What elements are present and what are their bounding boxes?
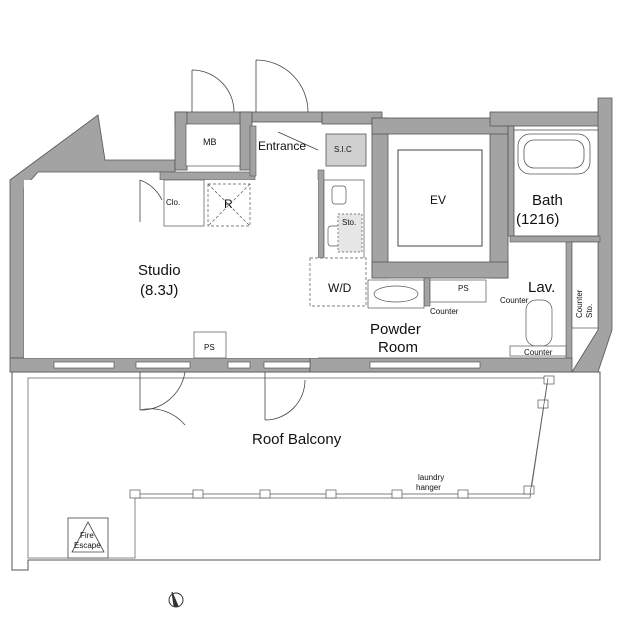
ps-box-studio — [193, 331, 227, 359]
powder-line2: Room — [378, 339, 418, 356]
ps-studio-label: PS — [204, 343, 215, 352]
wd-area — [309, 257, 367, 307]
windows — [53, 361, 481, 369]
laundry-hanger — [129, 375, 555, 499]
counter-sto-label: Counter Sto. — [575, 287, 594, 318]
laundry-line1: laundry — [418, 473, 444, 482]
exterior-walls — [9, 97, 613, 373]
clo-label: Clo. — [166, 198, 180, 207]
counter-label-3: Counter — [524, 348, 553, 357]
sto-label: Sto. — [342, 218, 356, 227]
lav-label: Lav. — [528, 279, 555, 296]
counter-label-1: Counter — [430, 307, 459, 316]
bath-size-label: (1216) — [516, 211, 559, 228]
powder-fixtures — [367, 241, 599, 357]
entrance-label: Entrance — [258, 139, 306, 153]
kitchen-unit — [323, 179, 365, 261]
ev-label: EV — [430, 193, 446, 207]
counter-sto-line2: Sto. — [585, 304, 594, 318]
north-arrow-icon — [168, 591, 184, 608]
ps-top-label: PS — [458, 284, 469, 293]
sic-label: S.I.C — [334, 145, 352, 154]
fire-escape-label: Fire Escape — [74, 531, 101, 550]
fire-line2: Escape — [74, 541, 101, 550]
bath-label: Bath — [532, 192, 563, 209]
fire-escape — [67, 517, 109, 559]
roof-balcony-label: Roof Balcony — [252, 431, 342, 448]
bath — [513, 129, 599, 237]
studio-label: Studio — [138, 262, 181, 279]
laundry-line2: hanger — [416, 483, 441, 492]
r-label: R — [224, 197, 233, 211]
mb-label: MB — [203, 137, 217, 147]
closets — [163, 123, 251, 227]
doors — [139, 59, 319, 426]
powder-room-label: Powder Room — [370, 321, 425, 356]
laundry-hanger-label: laundry hanger — [416, 473, 446, 492]
counter-sto-line1: Counter — [575, 289, 584, 318]
studio-size-label: (8.3J) — [140, 282, 178, 299]
counter-label-2: Counter — [500, 296, 529, 305]
powder-line1: Powder — [370, 321, 421, 338]
wd-label: W/D — [328, 281, 352, 295]
elevator-shaft — [397, 149, 483, 247]
fire-line1: Fire — [80, 531, 94, 540]
